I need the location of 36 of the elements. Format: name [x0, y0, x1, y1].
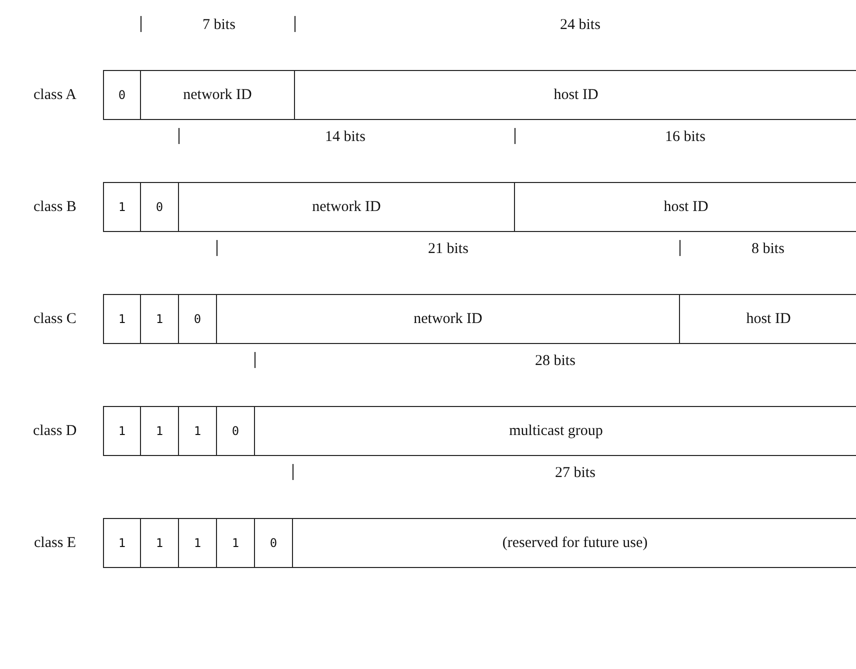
field-cell: network ID: [216, 294, 680, 344]
bit-value-cell: 1: [178, 518, 217, 568]
bit-value-cell: 1: [103, 518, 141, 568]
field-cell: host ID: [514, 182, 856, 232]
bit-width-label: 14 bits: [325, 128, 366, 146]
bit-width-label: 7 bits: [202, 16, 236, 34]
field-cell: multicast group: [254, 406, 856, 456]
bit-value-cell: 1: [140, 518, 179, 568]
bit-width-label: 21 bits: [428, 240, 468, 258]
bit-value-cell: 1: [103, 294, 141, 344]
field-cell: network ID: [178, 182, 515, 232]
field-cell: (reserved for future use): [292, 518, 856, 568]
class-label: class B: [34, 198, 76, 216]
bit-value-cell: 1: [216, 518, 255, 568]
class-label: class C: [34, 310, 76, 328]
class-label: class A: [34, 86, 76, 104]
class-label: class D: [33, 422, 77, 440]
field-cell: network ID: [140, 70, 295, 120]
bit-value-cell: 0: [254, 518, 293, 568]
bit-value-cell: 0: [216, 406, 255, 456]
bit-width-label: 27 bits: [555, 464, 596, 482]
bit-width-label: 28 bits: [535, 352, 576, 370]
bit-width-label: 24 bits: [560, 16, 600, 34]
bit-value-cell: 0: [178, 294, 217, 344]
bit-width-label: 16 bits: [665, 128, 706, 146]
bit-value-cell: 0: [140, 182, 179, 232]
bit-value-cell: 1: [103, 182, 141, 232]
bit-value-cell: 1: [140, 406, 179, 456]
field-cell: host ID: [679, 294, 856, 344]
bit-value-cell: 1: [103, 406, 141, 456]
bit-value-cell: 1: [178, 406, 217, 456]
bit-value-cell: 0: [103, 70, 141, 120]
class-label: class E: [34, 534, 76, 552]
bit-width-label: 8 bits: [752, 240, 784, 258]
bit-value-cell: 1: [140, 294, 179, 344]
field-cell: host ID: [294, 70, 856, 120]
